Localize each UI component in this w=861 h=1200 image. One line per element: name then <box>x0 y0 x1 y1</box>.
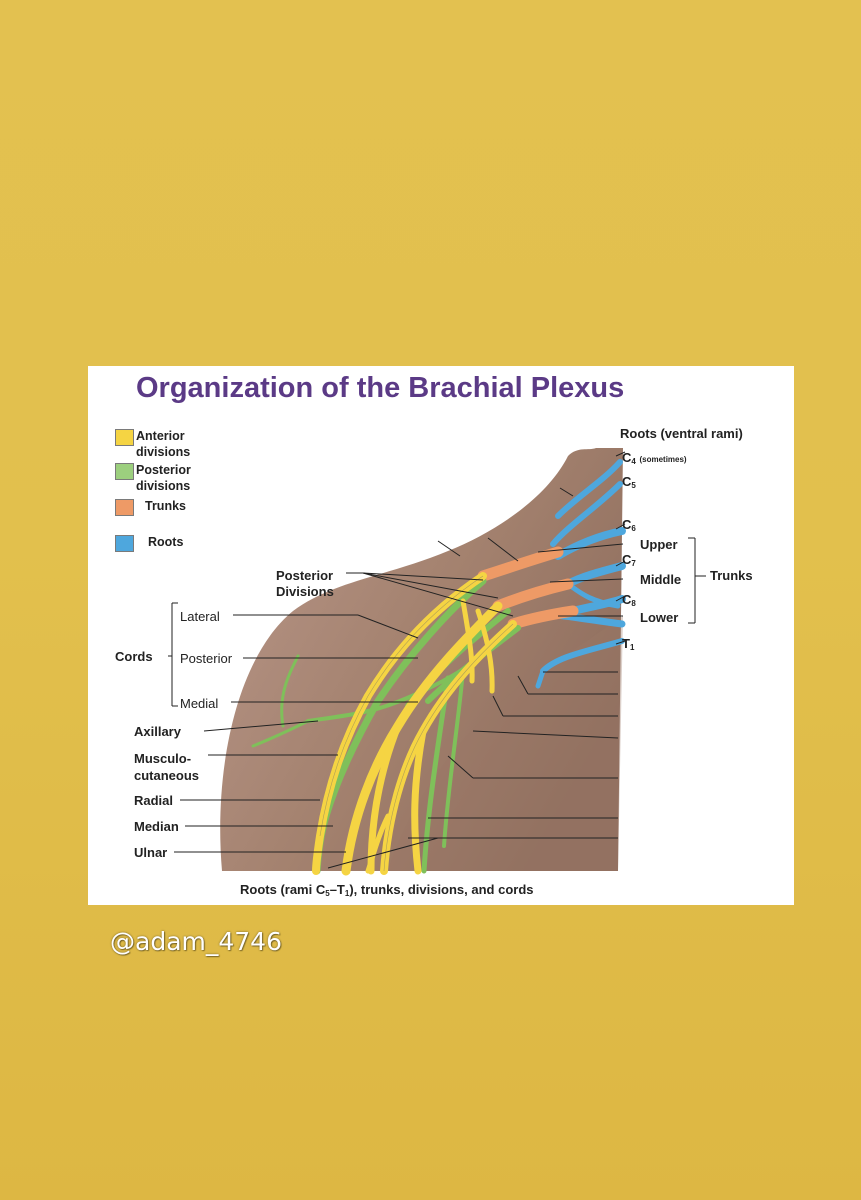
legend-label: Roots <box>148 535 184 549</box>
trunk-label-lower: Lower <box>640 610 679 625</box>
anatomy-illustration <box>168 448 706 876</box>
username-watermark: @adam_4746 <box>110 927 282 956</box>
legend-swatch-posterior <box>115 463 134 480</box>
trunk-label-upper: Upper <box>640 537 678 552</box>
leader-lines <box>168 451 706 869</box>
trunks-nerves <box>477 546 579 630</box>
legend-swatch-trunks <box>115 499 134 516</box>
diagram-caption: Roots (rami C5–T1), trunks, divisions, a… <box>240 882 534 898</box>
diagram-card: Organization of the Brachial Plexus Ante… <box>88 366 794 905</box>
root-label-c6: C6 <box>622 517 636 533</box>
legend-label: Trunks <box>145 499 186 513</box>
nerve-label-musculocutaneous: Musculo- cutaneous <box>134 751 200 783</box>
trunks-group-label: Trunks <box>710 568 753 583</box>
root-label-t1: T1 <box>622 636 635 652</box>
root-label-c7: C7 <box>622 552 636 568</box>
cord-label-lateral: Lateral <box>180 609 220 624</box>
legend-swatch-anterior <box>115 429 134 446</box>
diagram-title: Organization of the Brachial Plexus <box>136 372 625 404</box>
legend-label: Posterior divisions <box>136 463 191 493</box>
root-label-c4: C4 (sometimes) <box>622 450 687 466</box>
shoulder-silhouette <box>220 448 623 871</box>
roots-heading: Roots (ventral rami) <box>620 426 743 441</box>
nerve-label-ulnar: Ulnar <box>134 845 168 860</box>
nerve-label-radial: Radial <box>134 793 174 808</box>
legend-swatch-roots <box>115 535 134 552</box>
cord-label-posterior: Posterior <box>180 651 233 666</box>
legend-label: Anterior divisions <box>136 429 191 459</box>
cords-group-label: Cords <box>115 649 153 664</box>
posterior-divisions-label: Posterior Divisions <box>276 568 334 599</box>
trunk-label-middle: Middle <box>640 572 682 587</box>
nerve-label-axillary: Axillary <box>134 724 181 739</box>
cord-label-medial: Medial <box>180 696 219 711</box>
root-label-c5: C5 <box>622 474 636 490</box>
nerve-label-median: Median <box>134 819 179 834</box>
root-label-c8: C8 <box>622 592 636 608</box>
